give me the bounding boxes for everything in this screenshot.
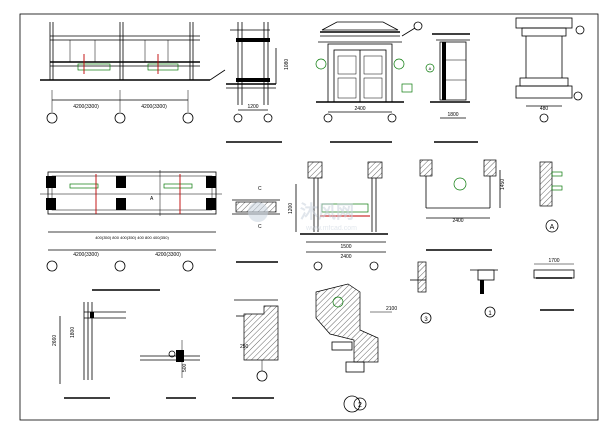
dim-label: 4200(3300) (73, 252, 99, 258)
dim-label: 2660 (52, 335, 58, 346)
mark-label: 3 (424, 317, 428, 323)
dim-label: 4200(3300) (141, 104, 167, 110)
dim-label: 1800 (447, 112, 458, 118)
hatched-wall-detail: 250 (232, 299, 279, 399)
axis-bubble (114, 112, 126, 124)
door-side-section: A 1800 (425, 33, 478, 143)
mark-label: A (429, 66, 432, 71)
dim-label: 1700 (548, 258, 559, 264)
axis-bubble (46, 112, 58, 124)
watermark-url: www.mfcad.com (305, 225, 357, 232)
section-marker-cc: C C (232, 186, 280, 263)
dim-label: 2100 (386, 306, 397, 312)
dim-label: 400(350) 800 400(350) 400 800 400(350) (95, 235, 169, 240)
mark-label: 2 (358, 402, 362, 409)
mark-label: A (150, 196, 154, 202)
axis-bubble (182, 112, 194, 124)
watermark-logo: 沐风网 www.mfcad.com (248, 201, 357, 232)
dim-label: 500 (182, 363, 188, 372)
dim-label: 1080 (284, 59, 290, 70)
dim-label: 1500 (340, 244, 351, 250)
dim-label: 2400 (354, 106, 365, 112)
wall-detail: 2660 1800 (52, 302, 126, 399)
mark-label: C (258, 186, 262, 192)
mark-label: A (550, 224, 555, 231)
mark-label: 1 (488, 311, 492, 317)
dim-label: 1450 (500, 179, 506, 190)
dim-label: 250 (240, 344, 249, 350)
dim-label: 1800 (70, 327, 76, 338)
dim-label: 1200 (247, 104, 258, 110)
mark-label: C (258, 224, 262, 230)
watermark-text: 沐风网 (300, 201, 354, 222)
section-detail-2: 1080 1200 (226, 22, 290, 143)
section-plan: 1500 2400 1200 (288, 161, 388, 271)
dim-label: 4200(3300) (73, 104, 99, 110)
beam-detail: 500 (140, 340, 200, 399)
elevation-detail-1: 4200(3300) 4200(3300) (40, 22, 226, 124)
dim-label: 2400 (452, 218, 463, 224)
detail-1: 1 (470, 269, 498, 318)
dim-label: 4200(3300) (155, 252, 181, 258)
dim-label: 1200 (288, 203, 294, 214)
pedestal-elevation: 480 (515, 17, 585, 123)
dim-label: 480 (540, 106, 549, 112)
base-detail: 1700 (533, 258, 575, 311)
sheet-border (19, 13, 599, 421)
plan-view: A 400(350) 800 400(350) 400 800 400(350)… (40, 170, 222, 291)
door-elevation: 2400 (315, 21, 423, 143)
detail-3: 3 (410, 261, 432, 324)
right-plan: 2400 1450 (419, 159, 506, 251)
detail-a: A (539, 161, 563, 233)
cornice-profile: 2100 2 (315, 283, 397, 413)
dim-label: 2400 (340, 254, 351, 260)
